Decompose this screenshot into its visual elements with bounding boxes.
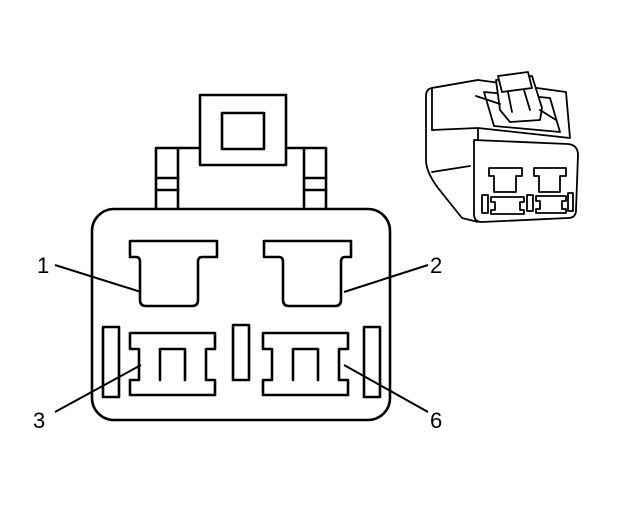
leader-line-1 [54, 264, 142, 293]
iso-latch-detail [475, 89, 557, 121]
connector-face-view: 1 2 3 6 [33, 93, 442, 433]
tab-latch [198, 93, 288, 167]
lower-terminal-row [101, 323, 382, 399]
iso-slot-right [567, 192, 574, 212]
iso-latch-button [497, 71, 533, 93]
iso-cavity-1 [488, 167, 523, 193]
tab-latch-window [220, 111, 266, 151]
leader-line-3 [54, 364, 142, 413]
leader-line-6 [343, 364, 429, 413]
lower-slot-right [362, 325, 382, 399]
terminal-cavity-2 [262, 239, 353, 308]
callout-1: 1 [37, 253, 49, 278]
terminal-cavity-1 [128, 239, 219, 308]
locking-tab [154, 93, 328, 212]
iso-cavity-5-6 [535, 195, 567, 214]
iso-cavity-3-4 [490, 196, 525, 215]
callout-6: 6 [430, 408, 442, 433]
terminal-cavity-3-4-divider [158, 347, 187, 382]
connector-isometric-view [425, 71, 579, 223]
iso-slot-left [481, 194, 489, 214]
terminal-cavity-3-4 [128, 331, 217, 397]
lower-slot-left [101, 325, 121, 399]
callout-3: 3 [33, 408, 45, 433]
iso-cavity-2 [533, 167, 567, 193]
leader-line-2 [343, 264, 429, 293]
iso-slot-center [526, 194, 534, 212]
callout-2: 2 [430, 253, 442, 278]
terminal-cavity-5-6 [261, 331, 350, 397]
terminal-cavity-5-6-divider [291, 347, 320, 382]
lower-slot-center [231, 323, 251, 382]
